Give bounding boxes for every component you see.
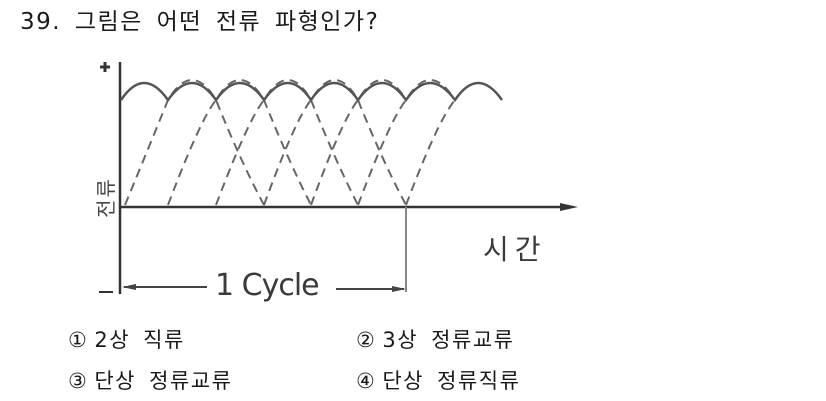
phase-dashed-waves: [124, 79, 456, 206]
question-text: 39. 그림은 어떤 전류 파형인가?: [20, 7, 379, 37]
left-arrow-icon: [122, 284, 136, 290]
option-text: 2상 직류: [94, 328, 185, 352]
option-number: ①: [68, 328, 89, 352]
option-number: ④: [356, 369, 377, 393]
x-axis-label: 시간: [483, 233, 547, 266]
question-body: 그림은 어떤 전류 파형인가?: [74, 9, 380, 35]
waveform-figure: 전류 시간 1 Cycle: [93, 62, 578, 303]
plus-sign-icon: [100, 62, 110, 72]
right-arrow-icon: [392, 286, 406, 292]
option-text: 3상 정류교류: [382, 328, 515, 352]
option-text: 단상 정류직류: [382, 369, 521, 393]
option-text: 단상 정류교류: [94, 369, 233, 393]
ripple-envelope: [119, 81, 504, 103]
cycle-span-arrows: [122, 284, 406, 292]
option-number: ③: [68, 369, 89, 393]
waveform-diagram: [99, 62, 578, 294]
cycle-label: 1 Cycle: [212, 268, 322, 303]
x-axis-arrow-icon: [560, 203, 578, 211]
question-number: 39.: [20, 9, 62, 35]
y-axis-label: 전류: [93, 177, 118, 218]
option-number: ②: [356, 328, 377, 352]
